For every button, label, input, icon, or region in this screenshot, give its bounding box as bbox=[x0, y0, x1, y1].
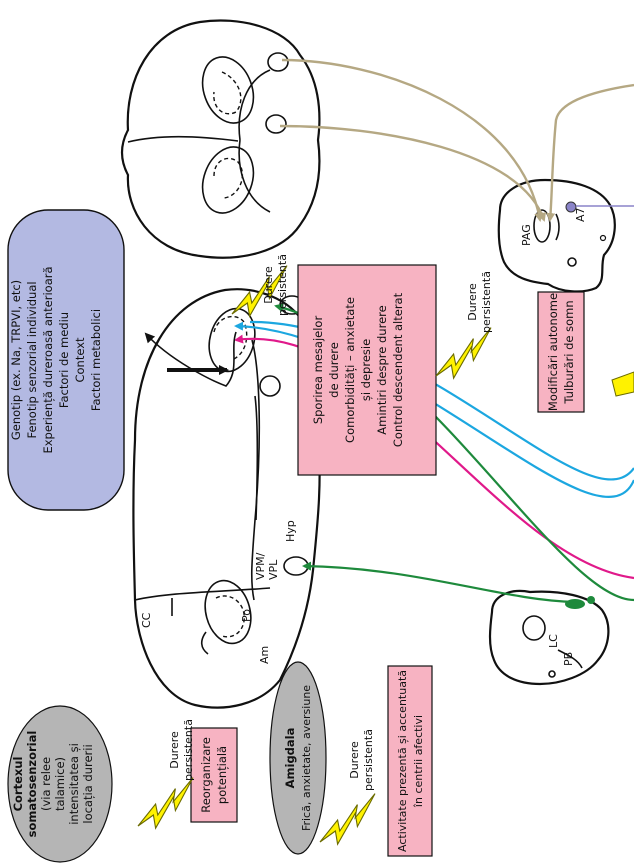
bolt-top-center-label-2: persistentă bbox=[276, 254, 289, 316]
bolt-bottom-left-label-2: persistentă bbox=[182, 719, 195, 781]
autonomic-box: Modificări autonome Tulburări de somn bbox=[537, 291, 585, 413]
label-po: Po bbox=[240, 609, 253, 622]
center-box-line-3: Comorbidități – anxietate bbox=[343, 297, 357, 443]
a7-nucleus-dot bbox=[565, 201, 577, 213]
right-box-line-2: Tulburări de somn bbox=[562, 300, 576, 404]
label-lc: LC bbox=[547, 634, 560, 648]
thalamocortical-arrow bbox=[144, 331, 237, 387]
label-am: Am bbox=[258, 646, 271, 664]
affective-activity-box: Activitate prezentă și accentuată în cen… bbox=[387, 665, 433, 857]
factor-line-2: Fenotip senzorial individual bbox=[25, 281, 39, 438]
label-vpm: VPM/ bbox=[254, 552, 267, 580]
lc-nucleus-marker bbox=[565, 599, 585, 609]
cortex-title-2: somatosenzorial bbox=[25, 731, 39, 838]
somatosensory-cortex-oval: Cortexul somatosenzorial (via relee tala… bbox=[7, 705, 113, 863]
amygdala-oval: Amigdala Frică, anxietate, aversiune bbox=[269, 661, 327, 855]
factor-line-3: Experiență dureroasă anterioară bbox=[41, 266, 55, 453]
brainstem-lc-pb-section bbox=[488, 589, 610, 686]
amygdala-title: Amigdala bbox=[283, 728, 297, 789]
tan-pathways bbox=[279, 58, 634, 222]
label-vpl: VPL bbox=[267, 559, 280, 580]
center-box-line-1: Sporirea mesajelor bbox=[311, 316, 325, 425]
label-pb: PB bbox=[562, 652, 575, 666]
factors-box: Genotip (ex. Na, TRPVI, etc) Fenotip sen… bbox=[7, 209, 125, 511]
cortex-line-2: talamice) bbox=[53, 757, 67, 811]
activity-line-2: în centrii afectivi bbox=[412, 715, 425, 808]
factor-line-6: Factori metabolici bbox=[89, 309, 103, 411]
bolt-bottom-center-label-1: Durere bbox=[348, 741, 361, 779]
reorganization-box: Reorganizare potențială bbox=[190, 727, 238, 823]
bolt-right-edge bbox=[611, 371, 634, 397]
bolt-bottom-left: Durere persistentă bbox=[137, 719, 195, 830]
right-box-line-1: Modificări autonome bbox=[546, 293, 560, 411]
brainstem-pag-section bbox=[497, 178, 616, 293]
bolt-top-center-label-1: Durere bbox=[262, 266, 275, 304]
bolt-top-center: Durere persistentă bbox=[231, 254, 289, 318]
bolt-top-right-label-1: Durere bbox=[466, 283, 479, 321]
center-box-line-4: și depresie bbox=[359, 339, 373, 401]
label-pag: PAG bbox=[520, 224, 533, 246]
center-box-line-2: de durere bbox=[327, 342, 341, 398]
cortex-line-4: locația durerii bbox=[81, 744, 95, 823]
reorg-line-2: potențială bbox=[215, 746, 229, 804]
label-hyp: Hyp bbox=[284, 520, 297, 542]
activity-line-1: Activitate prezentă și accentuată bbox=[396, 670, 409, 852]
cortex-title-1: Cortexul bbox=[11, 757, 25, 812]
bolt-bottom-center-label-2: persistentă bbox=[362, 729, 375, 791]
label-a7: A7 bbox=[574, 207, 587, 222]
reorg-line-1: Reorganizare bbox=[199, 737, 213, 813]
cortex-line-3: intensitatea și bbox=[67, 743, 81, 825]
amygdala-desc: Frică, anxietate, aversiune bbox=[300, 685, 313, 831]
bolt-top-right-label-2: persistentă bbox=[480, 271, 493, 333]
center-box-line-6: Control descendent alterat bbox=[391, 292, 405, 447]
bolt-bottom-left-label-1: Durere bbox=[168, 731, 181, 769]
factor-line-5: Context bbox=[73, 337, 87, 383]
brain-section-lower bbox=[132, 288, 321, 709]
bolt-bottom-center: Durere persistentă bbox=[319, 729, 376, 846]
cortex-line-1: (via relee bbox=[39, 757, 53, 811]
factor-line-1: Genotip (ex. Na, TRPVI, etc) bbox=[9, 280, 23, 440]
factor-line-4: Factori de mediu bbox=[57, 312, 71, 408]
label-cc: CC bbox=[140, 612, 153, 628]
brain-section-upper bbox=[120, 19, 321, 259]
bolt-top-right: Durere persistentă bbox=[435, 271, 493, 380]
pain-amplification-box: Sporirea mesajelor de durere Comorbidită… bbox=[297, 264, 437, 476]
center-box-line-5: Amintiri despre durere bbox=[375, 305, 389, 434]
